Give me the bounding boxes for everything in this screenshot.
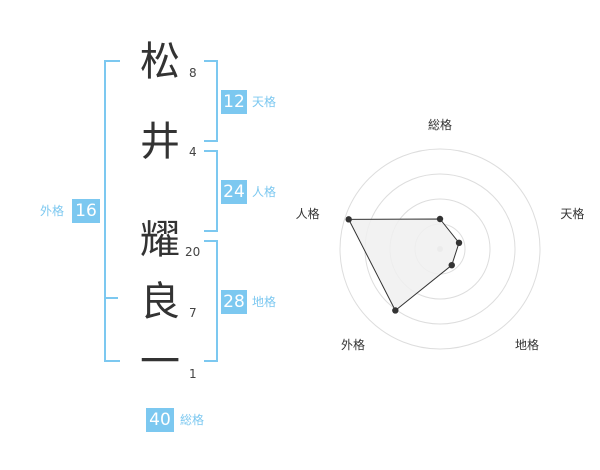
gaikaku-label: 外格 bbox=[40, 204, 65, 218]
radar-grid-ring-4 bbox=[339, 148, 541, 350]
radar-series-polygon bbox=[347, 218, 460, 312]
gaikaku-value: 16 bbox=[72, 199, 100, 223]
radar-point-2 bbox=[455, 239, 463, 247]
radar-axis-label-5: 人格 bbox=[296, 206, 320, 221]
stroke-count-4: 7 bbox=[189, 306, 197, 320]
tenkaku-value: 12 bbox=[221, 90, 247, 114]
name-char-5: 一 bbox=[140, 339, 180, 385]
jinkaku-label: 人格 bbox=[252, 185, 277, 199]
gaikaku-bracket-tick bbox=[104, 297, 118, 299]
name-char-2: 井 bbox=[140, 119, 180, 165]
radar-point-3 bbox=[448, 261, 455, 269]
radar-axis-label-4: 外格 bbox=[341, 337, 365, 352]
stroke-count-3: 20 bbox=[185, 245, 201, 259]
tenkaku-bracket bbox=[204, 60, 218, 142]
radar-point-1 bbox=[436, 215, 444, 223]
soukaku-value: 40 bbox=[146, 408, 174, 432]
radar-axis-label-2: 天格 bbox=[560, 206, 584, 221]
soukaku-label: 総格 bbox=[180, 413, 205, 427]
radar-axis-label-1: 総格 bbox=[428, 117, 452, 132]
chikaku-bracket bbox=[204, 240, 218, 362]
name-char-1: 松 bbox=[140, 39, 180, 85]
stroke-count-5: 1 bbox=[189, 367, 197, 381]
jinkaku-bracket bbox=[204, 150, 218, 232]
jinkaku-value: 24 bbox=[221, 180, 247, 204]
radar-point-5 bbox=[345, 216, 352, 223]
stroke-count-2: 4 bbox=[189, 145, 197, 159]
name-char-4: 良 bbox=[140, 279, 180, 325]
stroke-count-1: 8 bbox=[189, 66, 197, 80]
tenkaku-label: 天格 bbox=[252, 95, 277, 109]
radar-axis-label-3: 地格 bbox=[515, 337, 539, 352]
name-char-3: 耀 bbox=[140, 217, 180, 263]
chikaku-value: 28 bbox=[221, 290, 247, 314]
chikaku-label: 地格 bbox=[252, 295, 277, 309]
radar-point-4 bbox=[392, 307, 399, 314]
gaikaku-bracket bbox=[104, 60, 120, 362]
